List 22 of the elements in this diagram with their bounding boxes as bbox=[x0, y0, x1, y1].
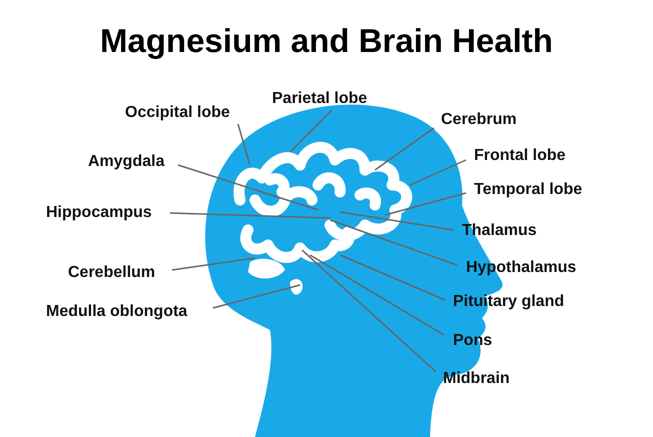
part-label: Hippocampus bbox=[46, 204, 152, 222]
title: Magnesium and Brain Health bbox=[99, 22, 554, 60]
part-label: Temporal lobe bbox=[474, 181, 582, 199]
leader-line bbox=[170, 212, 330, 219]
part-label: Cerebellum bbox=[68, 264, 156, 282]
part-label: Frontal lobe bbox=[474, 147, 566, 165]
part-label: Cerebrum bbox=[441, 111, 517, 129]
leader-line bbox=[340, 254, 446, 301]
part-label: Midbrain bbox=[443, 370, 510, 388]
leader-line bbox=[340, 211, 454, 231]
leader-line bbox=[330, 219, 458, 266]
part-label: Amygdala bbox=[88, 153, 164, 171]
leader-line bbox=[302, 249, 436, 373]
leader-line bbox=[172, 257, 256, 271]
part-label: Medulla oblongota bbox=[46, 303, 188, 321]
leader-line bbox=[289, 109, 333, 153]
leader-line bbox=[237, 124, 251, 166]
leader-line bbox=[310, 254, 444, 336]
part-label: Occipital lobe bbox=[125, 104, 230, 122]
leader-line bbox=[178, 164, 318, 211]
part-label: Parietal lobe bbox=[272, 90, 368, 108]
leader-line bbox=[374, 127, 434, 171]
